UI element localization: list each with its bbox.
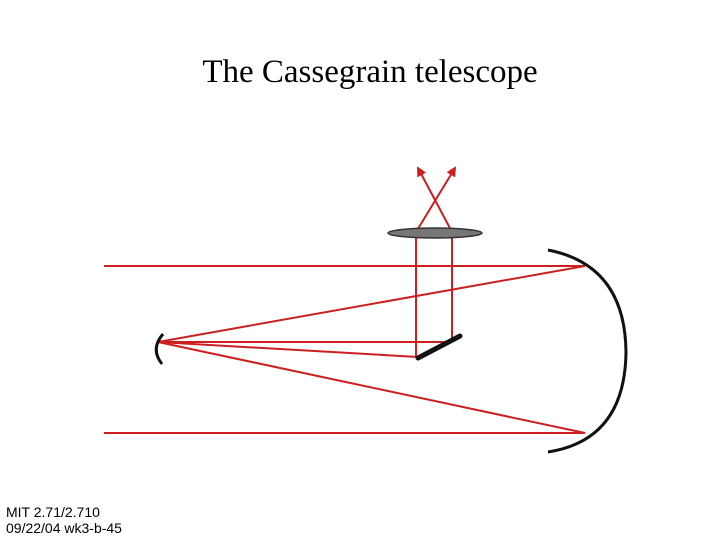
reflected-ray-top (157, 265, 586, 343)
footer-course: MIT 2.71/2.710 (6, 504, 100, 520)
return-ray-lower (157, 341, 419, 358)
fold-mirror (415, 333, 463, 361)
footer-date: 09/22/04 wk3-b-45 (6, 520, 122, 536)
footer-text: MIT 2.71/2.710 09/22/04 wk3-b-45 (6, 504, 122, 536)
reflected-ray-bottom (157, 341, 586, 434)
slide-title: The Cassegrain telescope (202, 54, 538, 90)
output-ray-right (417, 166, 453, 233)
secondary-mirror (154, 333, 165, 365)
primary-mirror (547, 248, 628, 454)
eyepiece-lens (387, 227, 483, 239)
